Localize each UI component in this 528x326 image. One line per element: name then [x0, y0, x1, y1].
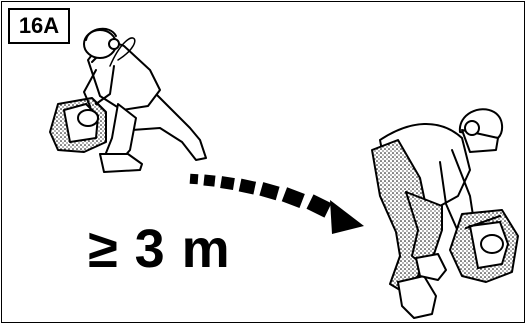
dashed-curved-arrow-icon — [189, 173, 364, 234]
figure-label: 16A — [8, 8, 70, 44]
person-carrying-saw-icon — [371, 108, 519, 319]
person-kneeling-icon — [49, 27, 207, 173]
distance-label: ≥ 3 m — [88, 219, 231, 279]
